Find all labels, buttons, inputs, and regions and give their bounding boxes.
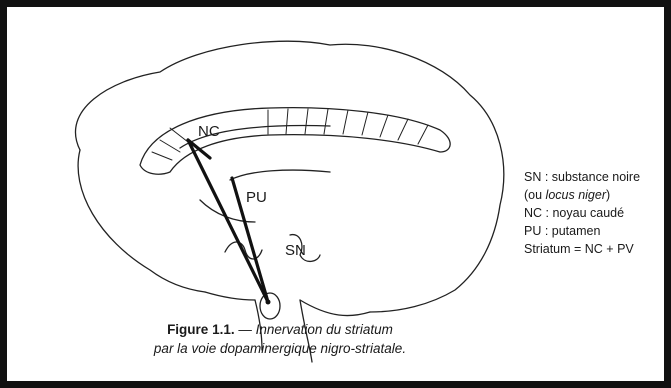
substantia-nigra-nucleus <box>260 293 280 319</box>
pons-contour <box>300 300 370 316</box>
legend-line-locus-suffix: ) <box>606 188 610 202</box>
label-pu: PU <box>246 189 267 206</box>
figure-number: Figure 1.1. <box>167 322 235 337</box>
pathway-origin-dot <box>266 300 271 305</box>
legend-line-sn: SN : substance noire <box>524 168 640 186</box>
caption-dash: — <box>235 322 256 337</box>
caption-title-line2: par la voie dopaminergique nigro-striata… <box>150 339 410 358</box>
label-sn: SN <box>285 242 306 259</box>
caption-title-line1: Innervation du striatum <box>256 322 393 337</box>
legend: SN : substance noire (ou locus niger) NC… <box>524 168 640 258</box>
legend-line-locus-prefix: (ou <box>524 188 546 202</box>
thalamus-contour <box>230 170 330 180</box>
legend-line-pu: PU : putamen <box>524 222 640 240</box>
pathway-to-nc <box>188 140 268 302</box>
label-nc: NC <box>198 123 220 140</box>
legend-line-locus: (ou locus niger) <box>524 186 640 204</box>
legend-line-striatum: Striatum = NC + PV <box>524 240 640 258</box>
legend-line-nc: NC : noyau caudé <box>524 204 640 222</box>
caption-line-1: Figure 1.1. — Innervation du striatum <box>150 320 410 339</box>
legend-line-locus-italic: locus niger <box>546 188 606 202</box>
brainstem-contour <box>205 292 255 300</box>
figure-caption: Figure 1.1. — Innervation du striatum pa… <box>150 320 410 358</box>
brain-outline <box>75 41 503 312</box>
brain-base-contour <box>78 150 205 292</box>
